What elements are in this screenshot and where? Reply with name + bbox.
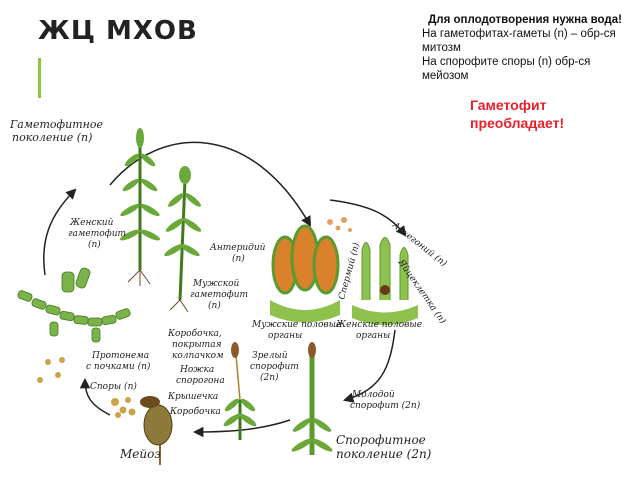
label-capsule: Коробочка xyxy=(169,406,221,417)
label-capsule-cap-2: покрытая xyxy=(172,340,222,350)
label-protonema-1: Протонема xyxy=(91,351,149,361)
label-capsule-cap-3: колпачком xyxy=(172,351,224,361)
label-male-gametophyte-3: (n) xyxy=(208,300,221,311)
spores xyxy=(111,397,136,418)
label-seta-2: спорогона xyxy=(176,376,225,386)
male-sex-organs xyxy=(270,217,352,323)
label-lid: Крышечка xyxy=(167,392,218,402)
label-male-organs-1: Мужские половые xyxy=(251,320,341,330)
label-female-organs-1: Женские половые xyxy=(335,320,422,330)
label-female-gametophyte-1: Женский xyxy=(69,218,114,228)
female-gametophyte-plant xyxy=(119,128,161,286)
protonema xyxy=(17,267,131,342)
label-young-sporophyte-2: спорофит (2n) xyxy=(350,400,421,411)
label-sporophyte-gen-1: Спорофитное xyxy=(336,433,426,447)
label-sporophyte-gen-2: поколение (2n) xyxy=(336,447,432,461)
label-seta-1: Ножка xyxy=(179,365,214,375)
label-gametophyte-gen-2: поколение (n) xyxy=(12,131,92,144)
label-antheridium-1: Антеридий xyxy=(209,243,266,253)
germinating-spores xyxy=(37,357,65,383)
label-mature-sporophyte-1: Зрелый xyxy=(252,351,288,361)
label-female-organs-2: органы xyxy=(356,331,390,341)
label-meiosis: Мейоз xyxy=(119,447,161,461)
label-sperm: Спермий (n) xyxy=(336,241,362,301)
label-spores: Споры (n) xyxy=(90,381,137,392)
label-female-gametophyte-3: (n) xyxy=(88,239,101,250)
label-young-sporophyte-1: Молодой xyxy=(351,390,395,400)
label-mature-sporophyte-2: спорофит xyxy=(250,362,299,372)
label-male-gametophyte-1: Мужской xyxy=(192,279,240,289)
label-female-gametophyte-2: гаметофит xyxy=(68,229,126,239)
label-capsule-cap-1: Коробочка, xyxy=(167,328,222,339)
label-gametophyte-gen-1: Гаметофитное xyxy=(9,118,104,131)
label-male-gametophyte-2: гаметофит xyxy=(190,290,248,300)
label-mature-sporophyte-3: (2n) xyxy=(260,372,279,383)
young-sporophyte xyxy=(290,342,334,455)
label-male-organs-2: органы xyxy=(268,331,302,341)
arrow-bottom xyxy=(195,420,290,432)
label-antheridium-2: (n) xyxy=(232,253,245,264)
label-protonema-2: с почками (n) xyxy=(86,361,151,372)
